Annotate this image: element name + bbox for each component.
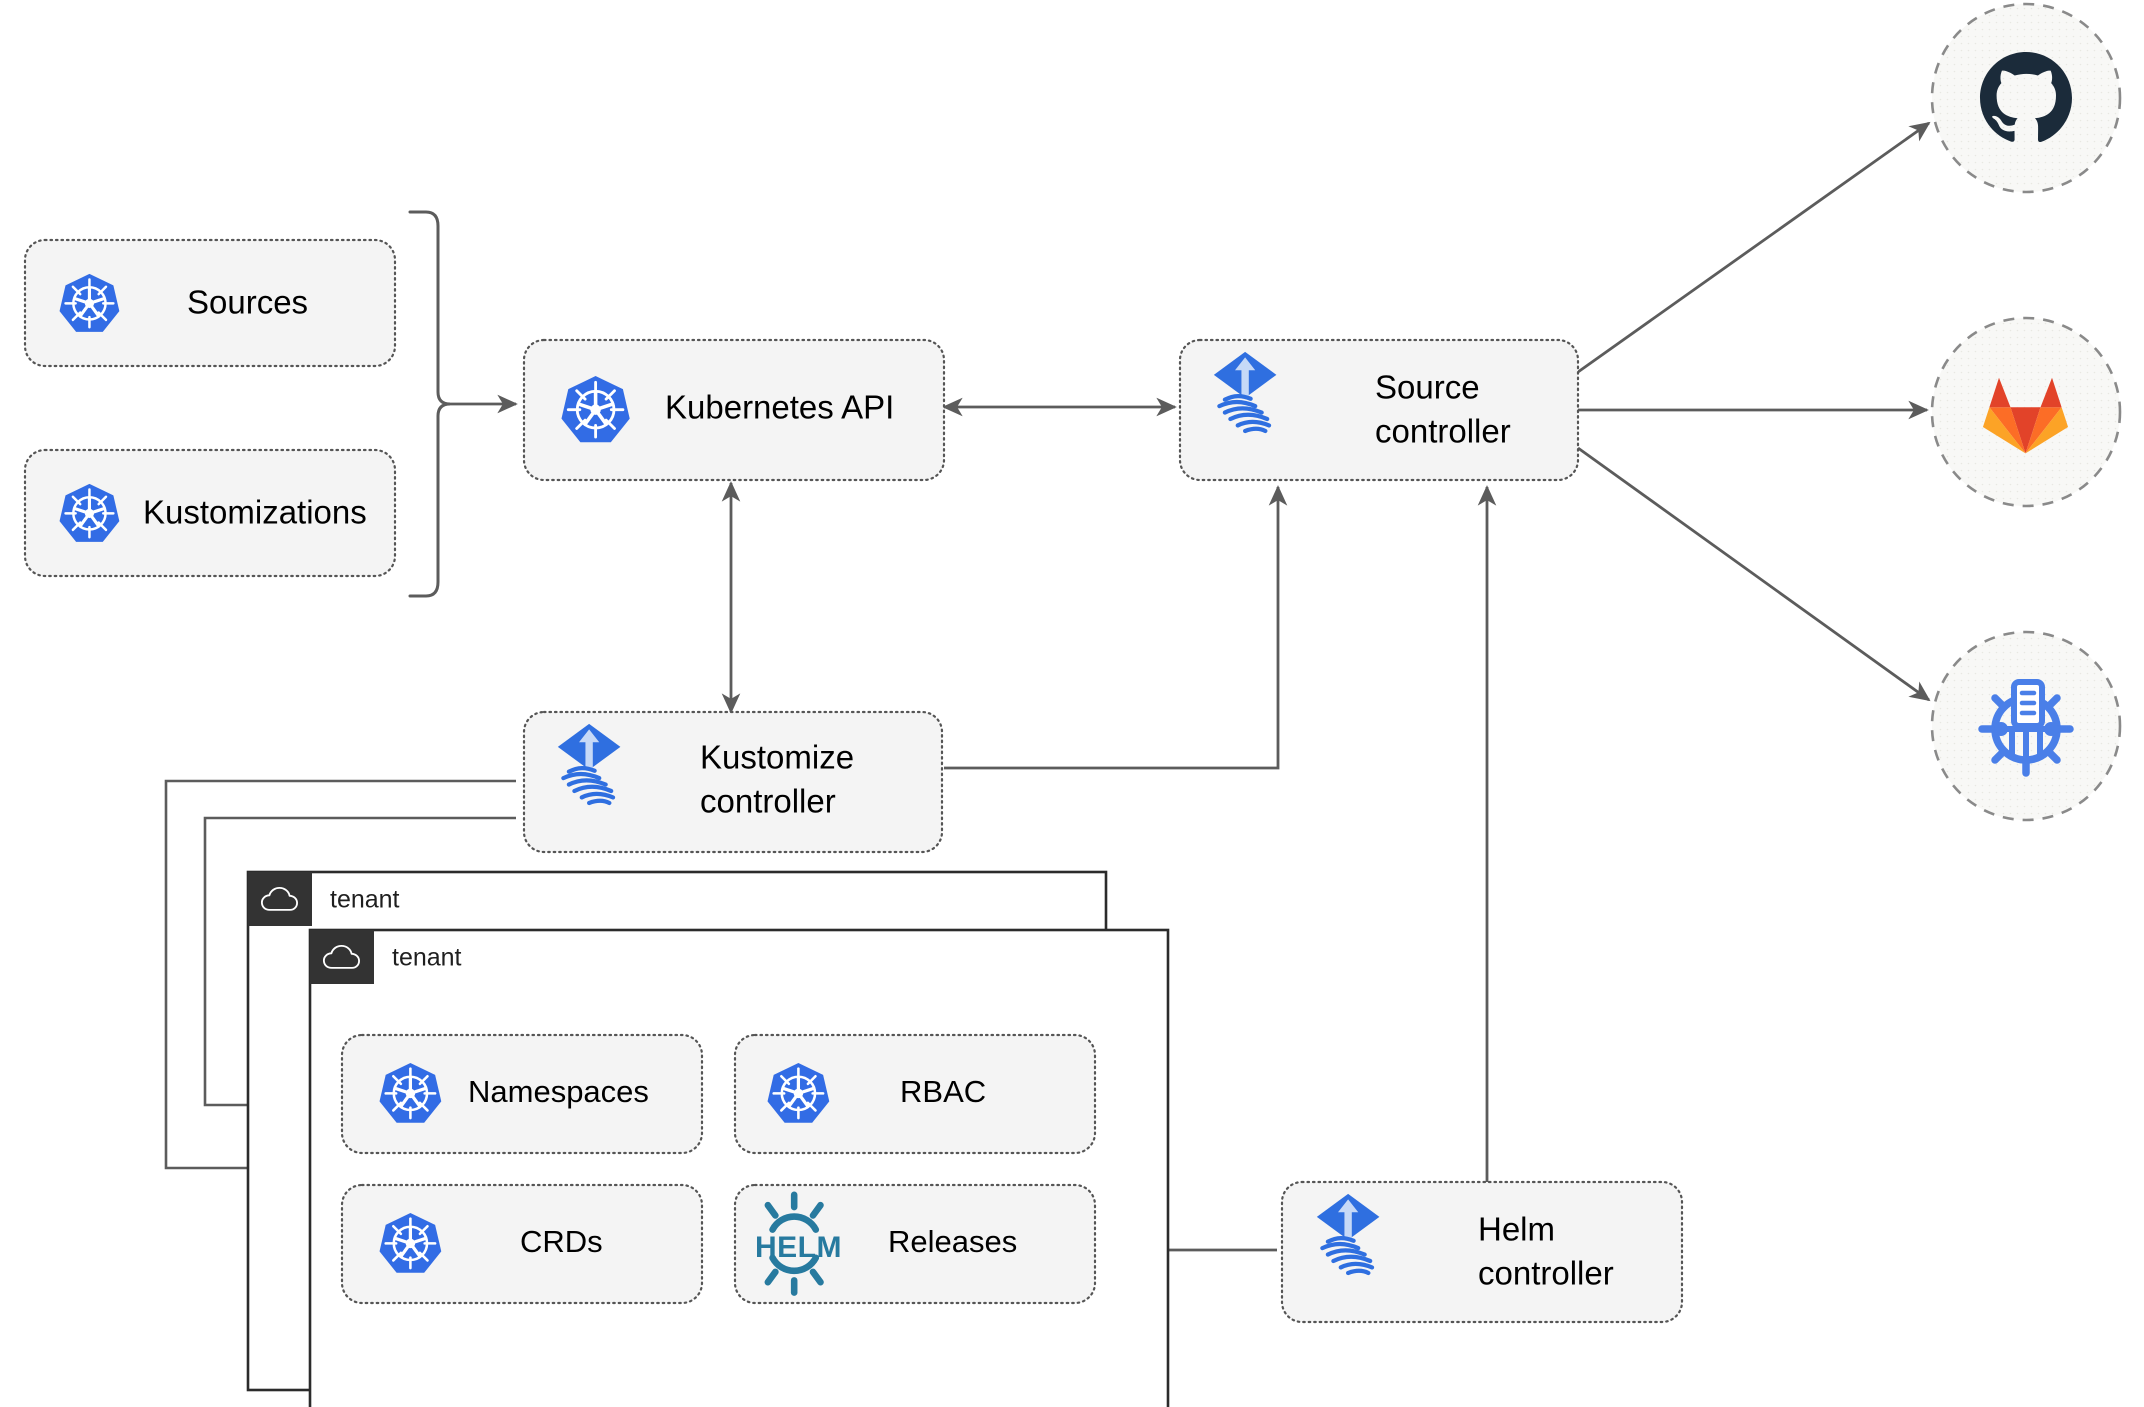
node-source-controller[interactable]: Source controller xyxy=(1178,338,1580,482)
node-crds[interactable]: CRDs xyxy=(340,1183,704,1305)
tenant-inner[interactable]: tenant Namespaces RBAC xyxy=(308,928,1170,1407)
node-rbac[interactable]: RBAC xyxy=(733,1033,1097,1155)
tenant-outer-label: tenant xyxy=(330,886,400,914)
node-helm-controller[interactable]: Helm controller xyxy=(1280,1180,1684,1324)
node-helm-controller-label-line1: Helm xyxy=(1478,1211,1555,1248)
node-kustomize-controller-label-line2: controller xyxy=(700,783,836,820)
node-releases-label: Releases xyxy=(888,1224,1017,1259)
node-rbac-label: RBAC xyxy=(900,1074,986,1109)
node-provider-helm-repository[interactable] xyxy=(1930,630,2122,822)
edge-kustomize-to-source-controller xyxy=(944,485,1288,770)
edge-source-controller-to-helm-repository xyxy=(1577,446,1931,702)
node-crds-label: CRDs xyxy=(520,1224,603,1259)
edge-source-controller-to-github xyxy=(1577,121,1931,374)
tenant-inner-label: tenant xyxy=(392,944,462,972)
helm-repository-icon xyxy=(1982,682,2070,773)
node-provider-github[interactable] xyxy=(1930,2,2122,194)
node-provider-gitlab[interactable] xyxy=(1930,316,2122,508)
node-releases[interactable]: HELM Releases xyxy=(733,1183,1097,1305)
helm-wordmark: HELM xyxy=(755,1231,842,1264)
node-namespaces[interactable]: Namespaces xyxy=(340,1033,704,1155)
node-kubernetes-api-label: Kubernetes API xyxy=(665,389,894,426)
node-kustomizations[interactable]: Kustomizations xyxy=(23,448,397,578)
node-source-controller-label-line1: Source xyxy=(1375,369,1480,406)
node-helm-controller-label-line2: controller xyxy=(1478,1255,1614,1292)
node-sources-label: Sources xyxy=(187,284,308,321)
node-sources[interactable]: Sources xyxy=(23,238,397,368)
node-kustomize-controller-label-line1: Kustomize xyxy=(700,739,854,776)
node-kustomizations-label: Kustomizations xyxy=(143,494,367,531)
node-kustomize-controller[interactable]: Kustomize controller xyxy=(522,710,944,854)
node-namespaces-label: Namespaces xyxy=(468,1074,649,1109)
node-source-controller-label-line2: controller xyxy=(1375,413,1511,450)
edge-kustomize-to-tenant-outer xyxy=(164,779,516,1177)
node-kubernetes-api[interactable]: Kubernetes API xyxy=(522,338,946,482)
